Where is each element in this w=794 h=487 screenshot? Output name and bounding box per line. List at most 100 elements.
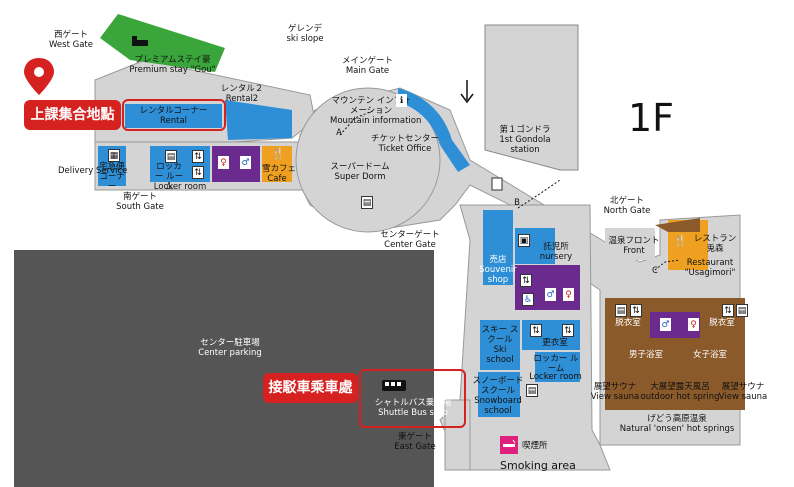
shuttle-bus-jp: シャトルバス乗り場	[374, 398, 452, 408]
nursery-icon: ▣	[518, 234, 530, 247]
mens-toilet-icon-left: ♂	[240, 156, 251, 169]
main-gate-en: Main Gate	[345, 66, 390, 76]
gondola-label: 第１ゴンドラ 1st Gondola station	[480, 125, 570, 155]
main-gate-jp: メインゲート	[341, 56, 393, 66]
smoking-icon	[503, 439, 516, 447]
locker-right-en: Locker room	[529, 372, 582, 382]
main-gate-label: メインゲート Main Gate	[330, 56, 405, 76]
rental2-en: Rental2	[225, 94, 259, 104]
center-parking-en: Center parking	[198, 348, 262, 358]
super-dorm-en: Super Dorm	[334, 172, 386, 182]
locker-icon-right: ▤	[526, 384, 538, 397]
rental-label: レンタルコーナー Rental	[125, 106, 222, 126]
north-gate-label: 北ゲート North Gate	[592, 196, 662, 216]
ticket-office-en: Ticket Office	[378, 144, 432, 154]
mountain-info-en: Mountain information	[330, 116, 422, 126]
east-corridor	[444, 399, 471, 471]
north-gate-en: North Gate	[603, 206, 651, 216]
location-pin-icon	[24, 58, 54, 95]
west-gate-en: West Gate	[49, 40, 93, 50]
front-en: Front	[623, 246, 645, 256]
premium-stay-label: プレミアムステイ豪 Premium stay "Gou"	[115, 55, 230, 75]
east-gate-jp: 東ゲート	[397, 432, 432, 442]
locker-icon-onsen-left: ▤	[615, 304, 627, 317]
dressing-right-label: 脱衣室	[709, 318, 735, 328]
snowboard-school-jp: スノーボード スクール	[472, 376, 524, 396]
mens-bath-label: 男子浴室	[628, 350, 663, 360]
womens-toilet-icon-right: ♀	[563, 288, 574, 301]
rental-jp: レンタルコーナー	[139, 106, 208, 116]
front-block	[605, 228, 655, 260]
shuttle-callout: 接駁車乘車處	[263, 373, 358, 403]
outdoor-bath-label: 大展望露天風呂 outdoor hot spring	[640, 382, 720, 402]
mens-toilet-icon-right: ♂	[545, 288, 556, 301]
restaurant-jp-label: レストラン 兎森	[693, 234, 737, 254]
gondola-station	[484, 24, 579, 171]
cafe-block	[262, 146, 292, 182]
super-dorm-jp: スーパードーム	[330, 162, 390, 172]
bed-icon	[132, 36, 148, 46]
gondola-en: 1st Gondola station	[499, 135, 551, 155]
womens-toilet-icon-onsen: ♀	[688, 318, 699, 331]
ticket-office-label: チケットセンター Ticket Office	[360, 134, 450, 154]
locker-icon-dome: ▤	[361, 196, 373, 209]
gondola-arrow-head	[460, 93, 474, 104]
souvenir-jp: 売店	[489, 255, 507, 265]
elevator-icon-left: ⇅	[192, 150, 204, 163]
restaurant-en-label: Restaurant "Usagimori"	[684, 258, 736, 278]
snowboard-school-block	[478, 372, 520, 417]
rental-en: Rental	[159, 116, 188, 126]
center-parking-label: センター駐車場 Center parking	[185, 338, 275, 358]
ski-slope-jp: ゲレンデ	[287, 24, 322, 34]
ski-school-en: Ski school	[486, 345, 514, 365]
delivery-en-label: Delivery Service	[58, 166, 128, 176]
changing-room-label: 更衣室	[542, 338, 568, 348]
dashed-route-b	[517, 179, 561, 209]
changing-icon-1: ⇅	[530, 324, 542, 337]
ticket-office-jp: チケットセンター	[370, 134, 439, 144]
onsen-label: げどう高原温泉 Natural 'onsen' hot springs	[612, 414, 742, 434]
restaurant-icon: 🍴	[673, 234, 687, 247]
phone-icon	[491, 177, 503, 191]
meeting-point-callout: 上課集合地點	[24, 100, 121, 130]
elevator-icon-onsen-left: ⇅	[630, 304, 642, 317]
south-gate-en: South Gate	[116, 202, 164, 212]
ski-school-jp: スキー スクール	[481, 325, 519, 345]
point-a: A	[336, 128, 342, 138]
smoking-jp-label: 喫煙所	[522, 441, 548, 451]
snowboard-school-en: Snowboard school	[474, 396, 522, 416]
view-sauna-left-jp: 展望サウナ	[593, 382, 637, 392]
dashed-route-a	[339, 109, 376, 136]
locker-icon-left: ▤	[165, 150, 177, 163]
cafe-label: 雪カフェ Cafe	[262, 164, 296, 184]
womens-toilet-icon-left: ♀	[218, 156, 229, 169]
rental-block	[125, 104, 222, 128]
floor-label: 1F	[628, 96, 675, 140]
souvenir-label: 売店 Souvenir shop	[478, 255, 518, 285]
dressing-left-label: 脱衣室	[615, 318, 641, 328]
delivery-jp-label: 宅急便 コーナー	[99, 162, 125, 192]
east-gate-en: East Gate	[394, 442, 436, 452]
shuttle-frame	[359, 369, 466, 428]
center-gate-en: Center Gate	[384, 240, 436, 250]
nursery-en: nursery	[539, 252, 573, 262]
rental2-label: レンタル２ Rental2	[212, 84, 272, 104]
west-gate-jp: 西ゲート	[53, 30, 88, 40]
center-gate-label: センターゲート Center Gate	[370, 230, 450, 250]
point-c: C	[652, 266, 658, 276]
ticket-office-block	[440, 140, 470, 172]
shuttle-bus-en: Shuttle Bus stop	[378, 408, 448, 418]
ski-slope-label: ゲレンデ ski slope	[270, 24, 340, 44]
view-sauna-right-jp: 展望サウナ	[721, 382, 765, 392]
rental2-block	[225, 100, 292, 140]
east-gate-label: 東ゲート East Gate	[385, 432, 445, 452]
premium-stay-block	[100, 14, 225, 72]
bus-icon	[382, 380, 406, 391]
view-sauna-right-label: 展望サウナ View sauna	[718, 382, 768, 402]
center-parking-jp: センター駐車場	[200, 338, 260, 348]
ski-slope-en: ski slope	[286, 34, 324, 44]
south-gate-label: 南ゲート South Gate	[105, 192, 175, 212]
west-gate-label: 西ゲート West Gate	[46, 30, 96, 50]
